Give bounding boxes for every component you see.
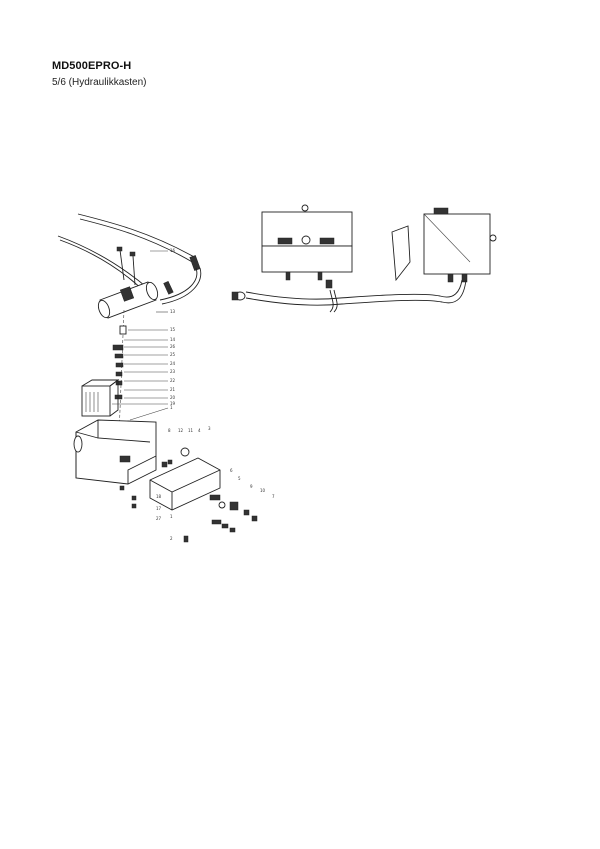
filter-block [81,379,120,417]
svg-text:13: 13 [170,309,176,314]
svg-text:15: 15 [170,327,176,332]
svg-text:8: 8 [168,428,171,433]
cover-plate [149,447,221,511]
svg-text:20: 20 [170,395,176,400]
svg-text:11: 11 [188,428,194,433]
tank-housing [73,419,157,485]
assembled-front-view [261,204,353,289]
svg-text:21: 21 [170,387,176,392]
assembled-hoses [231,279,467,313]
exploded-view: 16 13 15 14 26 25 24 23 22 21 20 19 1 [57,213,275,543]
svg-text:17: 17 [156,506,162,511]
svg-text:18: 18 [156,494,162,499]
svg-text:16: 16 [170,248,176,253]
bolts [116,246,136,286]
valve-parts [119,485,258,543]
svg-text:1: 1 [170,405,173,410]
svg-text:10: 10 [260,488,266,493]
hose-upper [77,213,202,305]
model-title: MD500EPRO-H [52,60,132,72]
svg-text:24: 24 [170,361,176,366]
svg-text:22: 22 [170,378,176,383]
hose-lower [57,235,174,296]
svg-text:14: 14 [170,337,176,342]
svg-text:1: 1 [170,514,173,519]
section-subtitle: 5/6 (Hydraulikkasten) [52,77,147,88]
callout-labels: 16 13 15 14 26 25 24 23 22 21 20 19 1 [112,248,275,541]
fitting-stack [112,325,127,400]
svg-text:27: 27 [156,516,162,521]
svg-text:12: 12 [178,428,184,433]
svg-text:2: 2 [170,536,173,541]
svg-text:26: 26 [170,344,176,349]
svg-text:5: 5 [238,476,241,481]
svg-text:23: 23 [170,369,176,374]
svg-text:7: 7 [272,494,275,499]
svg-text:3: 3 [208,426,211,431]
svg-text:25: 25 [170,352,176,357]
svg-text:9: 9 [250,484,253,489]
assembled-side-view [391,207,497,283]
svg-text:6: 6 [230,468,233,473]
svg-text:4: 4 [198,428,201,433]
pump-motor [97,281,159,319]
svg-text:19: 19 [170,401,176,406]
